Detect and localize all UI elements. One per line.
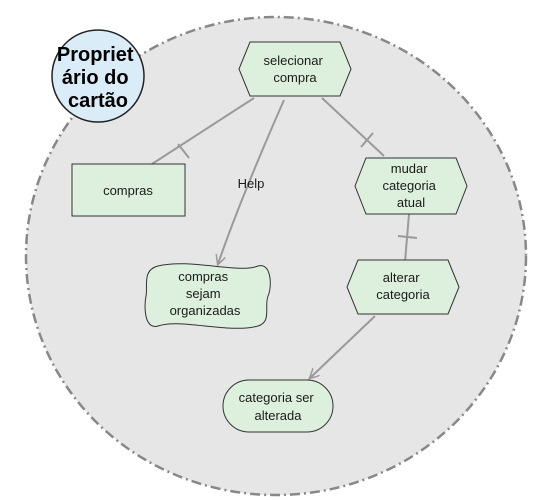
link-help-contribution	[218, 99, 285, 264]
goal-shape	[222, 379, 334, 433]
link-mudar-alterar	[404, 213, 410, 263]
node-label: categoria ser alterada	[239, 390, 318, 423]
task-shape	[346, 259, 460, 315]
actor-shape	[51, 29, 145, 123]
node-label: alterar categoria	[376, 270, 430, 302]
node-label: compras	[103, 183, 153, 198]
links	[151, 97, 418, 378]
node-alterar-categoria[interactable]: alterar categoria	[346, 259, 460, 315]
actor-proprietario[interactable]: Propriet ário do cartão	[51, 29, 145, 123]
link-tick-mudar	[360, 132, 374, 148]
link-selecionar-mudar	[321, 97, 385, 157]
link-alterar-categoria	[310, 315, 376, 378]
node-label: mudar categoria atual	[382, 161, 439, 210]
softgoal-shape	[144, 263, 271, 329]
node-compras-sejam-organizadas[interactable]: compras sejam organizadas	[144, 263, 271, 329]
resource-shape	[71, 163, 186, 217]
task-shape	[238, 41, 352, 97]
actor-label: Propriet ário do cartão	[57, 44, 139, 112]
node-label: compras sejam organizadas	[170, 269, 241, 318]
link-tick-alterar	[397, 235, 418, 239]
node-categoria-ser-alterada[interactable]: categoria ser alterada	[222, 379, 334, 433]
link-label-help: Help	[238, 176, 265, 191]
link-selecionar-compras	[151, 97, 255, 165]
node-compras[interactable]: compras	[71, 163, 186, 217]
task-shape	[354, 157, 468, 215]
node-label: selecionar compra	[264, 53, 327, 85]
link-tick-compras	[177, 143, 190, 159]
actor-boundary	[24, 15, 528, 497]
node-selecionar-compra[interactable]: selecionar compra	[238, 41, 352, 97]
node-mudar-categoria-atual[interactable]: mudar categoria atual	[354, 157, 468, 215]
